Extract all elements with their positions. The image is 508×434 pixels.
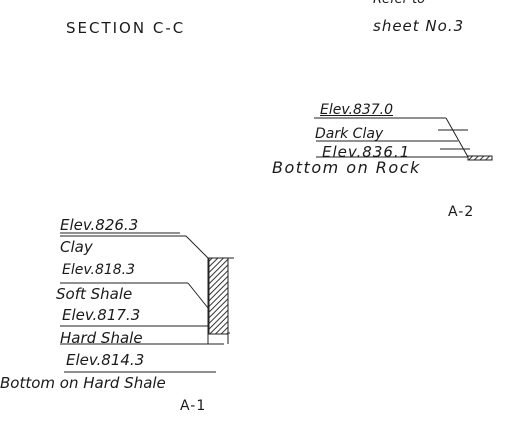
a2-elev-top: Elev.837.0 [320,102,394,118]
a1-elev-4: Elev.814.3 [66,351,145,369]
a1-material-2: Soft Shale [56,285,133,303]
sheet-reference-partial: Refer to [373,0,425,8]
a1-bottom-note: Bottom on Hard Shale [0,374,166,392]
a1-label: A-1 [180,398,207,414]
boring-a1-column [208,257,229,335]
a2-label: A-2 [448,204,475,220]
a1-material-3: Hard Shale [60,329,143,347]
a2-elev-bottom: Elev.836.1 [322,143,411,161]
section-title: SECTION C-C [66,19,186,37]
a1-elev-1: Elev.826.3 [60,216,139,234]
boring-a2-graphic [314,117,476,158]
boring-a2-column [467,155,493,161]
a1-elev-2: Elev.818.3 [62,262,136,278]
a1-elev-3: Elev.817.3 [62,306,141,324]
a2-bottom-note: Bottom on Rock [272,158,421,177]
a2-material: Dark Clay [315,126,384,142]
a1-material-1: Clay [60,238,93,256]
sheet-reference: sheet No.3 [373,17,465,35]
